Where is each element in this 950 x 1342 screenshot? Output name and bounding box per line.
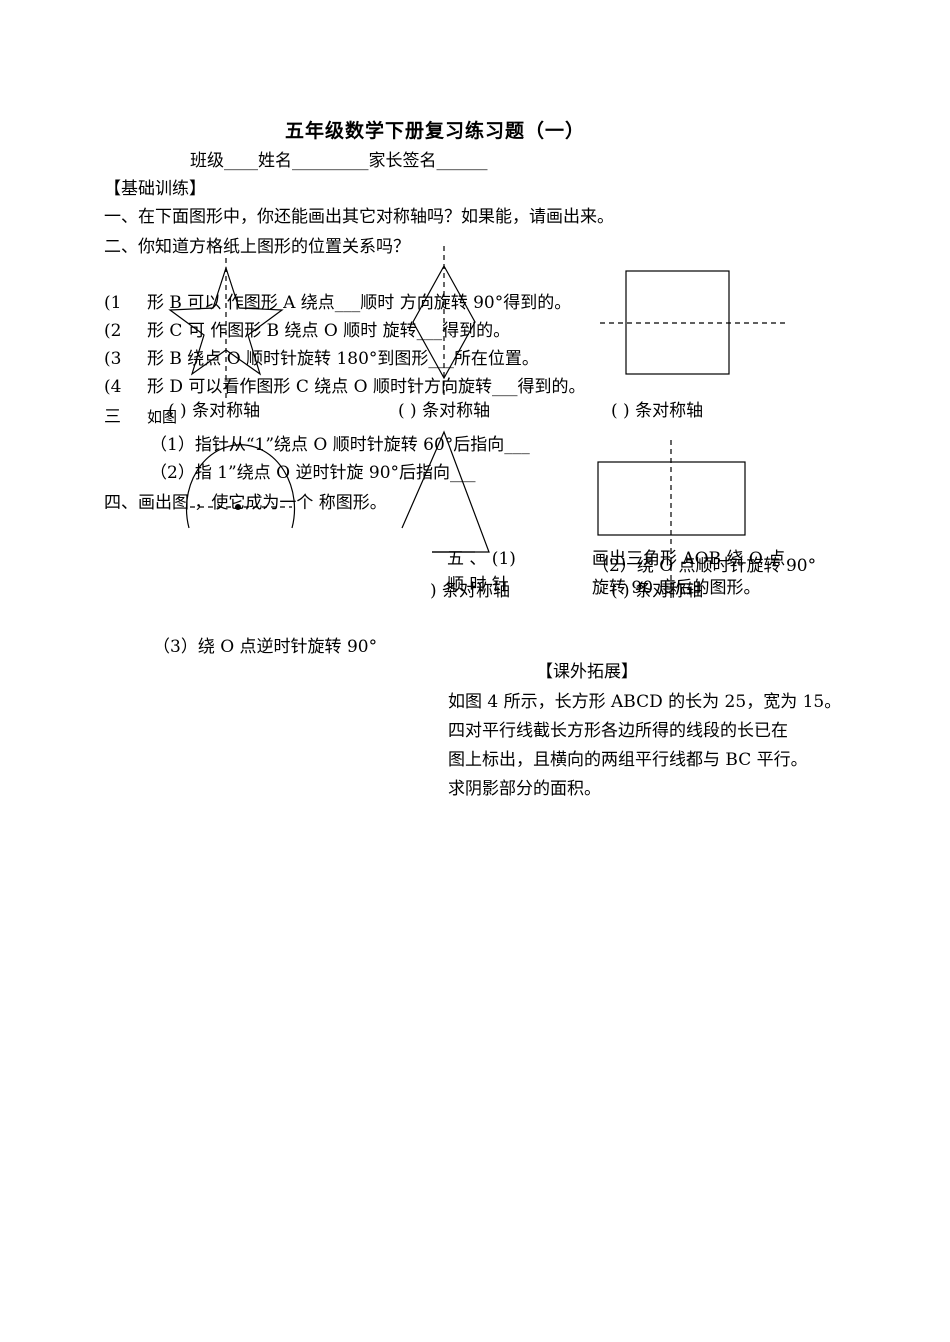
question-5-clockwise: 顺 时 针 <box>447 575 509 595</box>
extra-problem-line-1: 如图 4 所示，长方形 ABCD 的长为 25，宽为 15。 <box>448 692 842 712</box>
axis-count-label-5: ( ) 条对称轴 <box>611 581 704 601</box>
question-3-prefix: 三 <box>104 407 121 427</box>
extra-problem-line-4: 求阴影部分的面积。 <box>448 779 601 799</box>
q2-item-3-number: (3 <box>104 349 122 369</box>
q2-item-4-text: 形 D 可以看作图形 C 绕点 O 顺时针方向旋转___得到的。 <box>147 377 586 397</box>
q2-item-3-text: 形 B 绕点 O 顺时针旋转 180°到图形___所在位置。 <box>147 349 539 369</box>
q3-item-2: （2）指 1”绕点 O 逆时针旋 90°后指向___ <box>150 463 476 483</box>
semicircle-figure <box>185 444 296 529</box>
axis-count-label-3: ( ) 条对称轴 <box>611 401 704 421</box>
question-4: 四、画出图 ，使它成为一个 称图形。 <box>104 493 387 513</box>
question-5-label: 五 、 (1) <box>447 549 516 569</box>
question-5-instruction: 画出三角形 AOB 绕 O 点 <box>592 549 786 569</box>
q2-item-1-number: (1 <box>104 293 122 313</box>
axis-count-label-4: ) 条对称轴 <box>430 581 511 601</box>
q3-item-1: （1）指针从“1”绕点 O 顺时针旋转 60°后指向___ <box>150 435 530 455</box>
question-5-part-2: （2）绕 O 点顺时针旋转 90° <box>592 556 817 576</box>
axis-count-label-2: ( ) 条对称轴 <box>398 401 491 421</box>
question-1: 一、在下面图形中，你还能画出其它对称轴吗？如果能，请画出来。 <box>104 207 614 227</box>
extra-problem-text: 如图 4 所示，长方形 ABCD 的长为 25，宽为 15。 四对平行线截长方形… <box>448 688 858 804</box>
section-basic-heading: 【基础训练】 <box>104 179 206 199</box>
question-2: 二、你知道方格纸上图形的位置关系吗？ <box>104 237 410 257</box>
rectangle-figure <box>597 461 746 536</box>
question-3-figure-ref: 如图 <box>147 408 178 426</box>
q2-item-4-number: (4 <box>104 377 122 397</box>
extra-problem-line-2: 四对平行线截长方形各边所得的线段的长已在 <box>448 721 788 741</box>
extra-problem-line-3: 图上标出，且横向的两组平行线都与 BC 平行。 <box>448 750 808 770</box>
question-5-part-3: （3）绕 O 点逆时针旋转 90° <box>153 637 378 657</box>
square-figure <box>625 270 730 375</box>
axis-count-label-1: ( ) 条对称轴 <box>168 401 261 421</box>
q2-item-2-number: (2 <box>104 321 122 341</box>
question-5-part-2-continued: 旋转 90 度后的图形。 <box>592 578 761 598</box>
page-title: 五年级数学下册复习练习题（一） <box>285 120 586 142</box>
student-info-line: 班级____姓名_________家长签名______ <box>190 151 488 171</box>
q2-item-1-text: 形 B 可以 作图形 A 绕点___顺时 方向旋转 90°得到的。 <box>147 293 572 313</box>
q2-item-2-text: 形 C 可 作图形 B 绕点 O 顺时 旋转___得到的。 <box>147 321 511 341</box>
section-extra-heading: 【课外拓展】 <box>536 662 638 682</box>
